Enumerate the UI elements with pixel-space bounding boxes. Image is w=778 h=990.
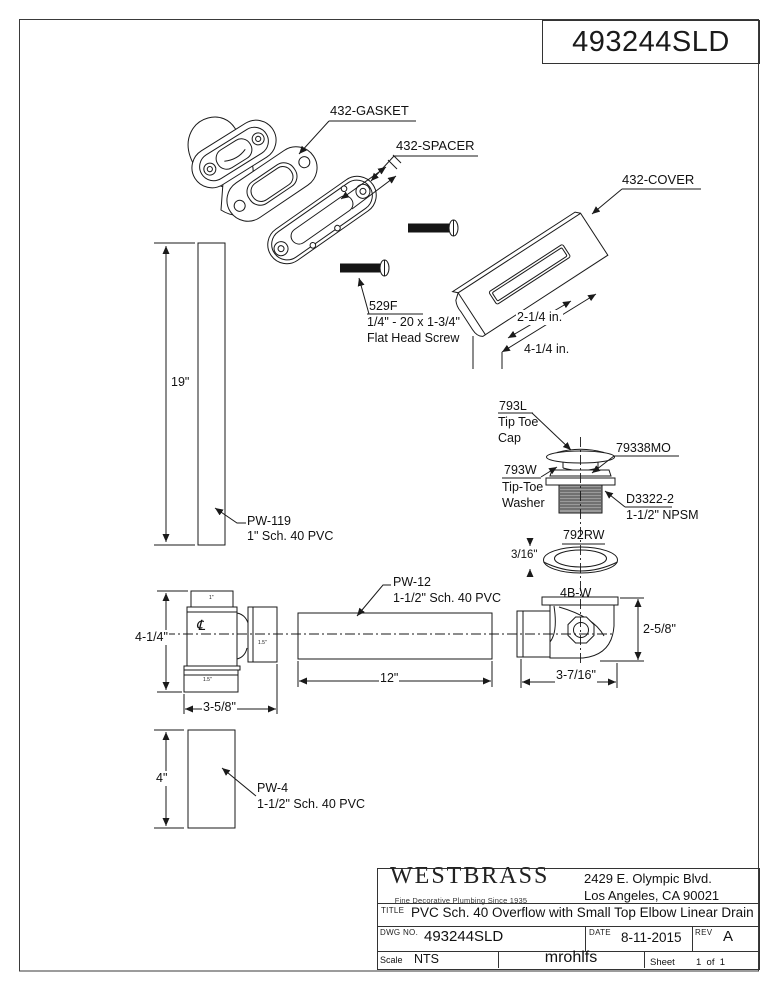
date-value: 8-11-2015	[621, 930, 682, 945]
gasket-label: 432-GASKET	[330, 103, 409, 118]
drain-elbow-id-label: 4B-W	[560, 586, 592, 600]
title-block-divider	[498, 951, 499, 968]
title-block-divider	[644, 951, 645, 968]
cover-label: 432-COVER	[622, 172, 695, 187]
npsm-id-label: D3322-2	[626, 492, 674, 506]
title-block-divider	[692, 926, 693, 951]
title-block-divider	[377, 951, 759, 952]
drawing-number: 493244SLD	[572, 25, 730, 58]
company-address-line1: 2429 E. Olympic Blvd.	[584, 871, 712, 886]
tee-port-side-label: 1.5"	[258, 640, 267, 646]
cover-width-dim: 4-1/4 in.	[523, 342, 571, 357]
tee-width-dim: 3-5/8"	[202, 700, 237, 715]
flat-head-screw-upper	[408, 219, 459, 237]
title-block-divider	[377, 926, 759, 927]
rev-value: A	[723, 928, 734, 945]
title-block-divider	[377, 903, 759, 904]
flat-head-screw-lower	[340, 259, 390, 277]
pipe-pw12-drawing	[297, 584, 493, 687]
pw4-id-label: PW-4	[257, 781, 289, 795]
ring-792rw-drawing	[526, 538, 618, 577]
tiptoe-id-label: 793L	[499, 399, 527, 413]
scale-value: NTS	[414, 952, 439, 966]
date-field-label: DATE	[589, 928, 611, 937]
screw-id-label: 529F	[369, 299, 398, 313]
rev-field-label: REV	[695, 928, 713, 937]
centerlines	[147, 437, 612, 666]
tiptoe-line2: Cap	[498, 431, 521, 445]
scale-field-label: Scale	[380, 955, 403, 965]
gasket-drawing	[226, 146, 318, 222]
signature: mrohlfs	[544, 949, 598, 966]
washer-id-label: 793W	[504, 463, 537, 477]
dwg-no-value: 493244SLD	[424, 928, 504, 945]
pipe19-dim: 19"	[170, 375, 191, 390]
pw12-spec-label: 1-1/2" Sch. 40 PVC	[393, 591, 501, 605]
page-border	[19, 19, 759, 972]
npsm-spec-label: 1-1/2" NPSM	[626, 508, 699, 522]
sheet-field-label: Sheet	[650, 957, 675, 968]
spacer-label: 432-SPACER	[396, 138, 475, 153]
drawing-number-box: 493244SLD	[542, 20, 760, 64]
drain-elbow-height-dim: 2-5/8"	[642, 622, 677, 637]
tee-port-bottom-label: 1.5"	[203, 677, 212, 683]
tiptoe-line1: Tip Toe	[498, 415, 539, 429]
ring-id-label: 792RW	[563, 528, 605, 542]
pw119-spec-label: 1" Sch. 40 PVC	[247, 529, 334, 543]
pipe-pw119-drawing	[154, 242, 246, 546]
centerline-symbol: ℄	[196, 617, 205, 633]
title-field-label: TITLE	[381, 906, 405, 915]
washer-line1: Tip-Toe	[502, 480, 544, 494]
title-block	[377, 868, 760, 970]
dwg-no-field-label: DWG NO.	[380, 928, 419, 937]
pipe4-dim: 4"	[155, 771, 169, 786]
washer-line2: Washer	[502, 496, 545, 510]
company-address-line2: Los Angeles, CA 90021	[584, 888, 720, 903]
pw12-id-label: PW-12	[393, 575, 431, 589]
tee-fitting-drawing	[157, 590, 278, 714]
drawing-title: PVC Sch. 40 Overflow with Small Top Elbo…	[411, 905, 754, 920]
ring-thickness-dim: 3/16"	[510, 548, 539, 563]
screw-spec-label: 1/4" - 20 x 1-3/4"	[367, 315, 460, 329]
cover-slot-dim: 2-1/4 in.	[516, 310, 564, 325]
pw119-id-label: PW-119	[247, 514, 292, 528]
tee-port-top-label: 1"	[209, 595, 214, 601]
company-logo: WESTBRASS	[390, 863, 550, 889]
company-tagline: Fine Decorative Plumbing Since 1935	[394, 896, 528, 905]
mo-id-label: 79338MO	[616, 441, 671, 455]
pipe-pw4-drawing	[154, 729, 257, 829]
screw-name-label: Flat Head Screw	[367, 331, 460, 345]
drain-elbow-width-dim: 3-7/16"	[555, 668, 597, 683]
title-block-divider	[585, 926, 586, 951]
tee-height-dim: 4-1/4"	[134, 630, 169, 645]
pipe12-dim: 12"	[379, 671, 400, 686]
pw4-spec-label: 1-1/2" Sch. 40 PVC	[257, 797, 365, 811]
sheet-value: 1 of 1	[696, 957, 726, 968]
